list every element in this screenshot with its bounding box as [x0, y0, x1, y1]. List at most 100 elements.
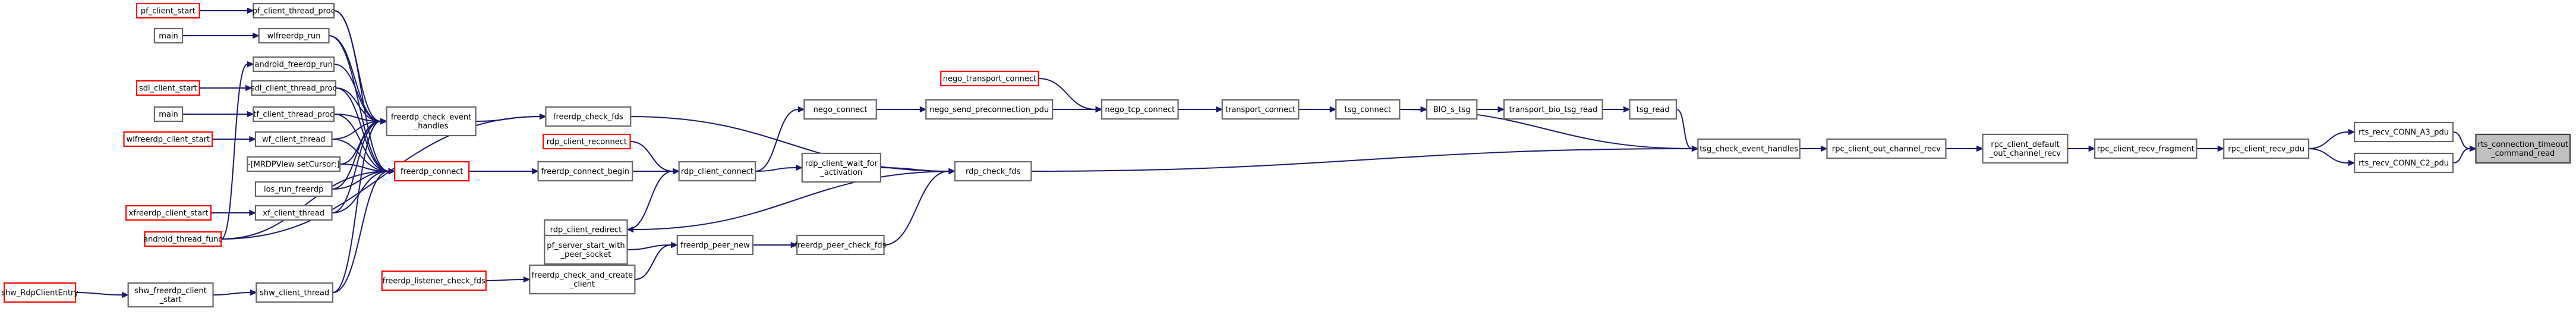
edge-line — [2309, 131, 2349, 149]
node-tsg-connect[interactable]: tsg_connect — [1335, 99, 1401, 120]
node-box — [2094, 138, 2197, 159]
edge-arrowhead — [1216, 106, 1224, 113]
node-box — [258, 27, 330, 44]
node-android-thread-func[interactable]: android_thread_func — [143, 231, 222, 247]
node-tsg-check-event-handles[interactable]: tsg_check_event_handles — [1697, 138, 1801, 159]
node-freerdp-peer-new[interactable]: freerdp_peer_new — [676, 234, 754, 256]
edge-arrowhead — [1497, 106, 1505, 113]
call-edge — [755, 106, 805, 172]
node-rdp-client-connect[interactable]: rdp_client_connect — [678, 161, 756, 182]
node-box — [1101, 99, 1179, 120]
node-box — [135, 80, 200, 96]
node-main2[interactable]: main — [153, 106, 184, 122]
edge-arrowhead — [797, 106, 805, 113]
call-edge — [182, 32, 260, 39]
node-box — [544, 234, 628, 265]
edge-arrowhead — [532, 168, 539, 175]
call-edge — [332, 168, 396, 213]
edge-arrowhead — [250, 289, 257, 296]
node-wlfreerdp-client-start[interactable]: wlfreerdp_client_start — [123, 131, 213, 147]
node-box — [251, 80, 337, 96]
edge-arrowhead — [2348, 159, 2356, 166]
node-label: _out_channel_recv — [1989, 149, 2061, 158]
node-box — [1982, 133, 2069, 164]
node-shw-client-thread[interactable]: shw_client_thread — [256, 282, 334, 303]
node-box — [247, 156, 341, 172]
node-sdl-client-start[interactable]: sdl_client_start — [135, 80, 200, 96]
node-rpc-client-default-out-channel-recv[interactable]: rpc_client_default_out_channel_recv — [1982, 133, 2069, 164]
node-nego-connect[interactable]: nego_connect — [803, 99, 877, 120]
edge-arrowhead — [2217, 145, 2225, 152]
node-sdl-client-thread-proc[interactable]: sdl_client_thread_proc — [251, 80, 337, 96]
node-freerdp-check-fds[interactable]: freerdp_check_fds — [545, 106, 632, 127]
node-android-freerdp-run[interactable]: android_freerdp_run — [253, 56, 335, 73]
edge-line — [332, 139, 389, 172]
node-box — [153, 27, 184, 44]
node-wlfreerdp-run[interactable]: wlfreerdp_run — [258, 27, 330, 44]
node-label: rdp_client_connect — [681, 168, 753, 177]
node-nego-tcp-connect[interactable]: nego_tcp_connect — [1101, 99, 1179, 120]
node-label: xf_client_thread — [263, 209, 324, 218]
edge-line — [2452, 131, 2470, 149]
node-label: tsg_read — [1637, 106, 1670, 115]
node-label: sdl_client_start — [139, 84, 197, 93]
edge-line — [1676, 109, 1692, 149]
node-rpc-client-recv-fragment[interactable]: rpc_client_recv_fragment — [2094, 138, 2197, 159]
node-pf-server-start-with-peer-socket[interactable]: pf_server_start_with_peer_socket — [544, 234, 628, 265]
node-rpc-client-out-channel-recv[interactable]: rpc_client_out_channel_recv — [1826, 138, 1947, 159]
node-rdp-client-wait-for-activation[interactable]: rdp_client_wait_for_activation — [801, 152, 881, 183]
node-label: tsg_check_event_handles — [1700, 145, 1798, 154]
edge-arrowhead — [247, 7, 254, 14]
function-nodes: pf_client_start pf_client_thread_procmain… — [1, 2, 2571, 308]
node-freerdp-check-event-handles[interactable]: freerdp_check_event_handles — [386, 106, 477, 137]
node-label: shw_client_thread — [260, 289, 329, 298]
call-edge — [221, 113, 547, 240]
node-box — [153, 106, 184, 122]
node-shw-freerdp-client-start[interactable]: shw_freerdp_client_start — [127, 282, 214, 308]
node-box — [1221, 99, 1300, 120]
node-rts-recv-conn-c2-pdu[interactable]: rts_recv_CONN_C2_pdu — [2354, 152, 2454, 174]
node-ios-run-freerdp[interactable]: ios_run_freerdp — [254, 181, 333, 197]
node-pf-client-thread-proc[interactable]: pf_client_thread_proc — [253, 2, 335, 19]
edge-line — [332, 121, 381, 293]
call-edge — [1052, 106, 1103, 113]
node-label: nego_send_preconnection_pdu — [929, 106, 1049, 115]
node-freerdp-connect-begin[interactable]: freerdp_connect_begin — [537, 161, 633, 182]
node-freerdp-check-and-create-client[interactable]: freerdp_check_and_create_client — [529, 264, 636, 295]
node-wf-client-thread[interactable]: wf_client_thread — [254, 131, 333, 147]
call-edges — [75, 7, 2477, 298]
node-transport-bio-tsg-read[interactable]: transport_bio_tsg_read — [1503, 99, 1603, 120]
node-box — [954, 161, 1032, 182]
node-box — [2354, 152, 2454, 174]
node-box — [1503, 99, 1603, 120]
node-freerdp-connect[interactable]: freerdp_connect — [394, 161, 470, 182]
node-rpc-client-recv-pdu[interactable]: rpc_client_recv_pdu — [2223, 138, 2310, 159]
node-transport-connect[interactable]: transport_connect — [1221, 99, 1300, 120]
node-main1[interactable]: main — [153, 27, 184, 44]
call-edge — [334, 114, 396, 175]
node-mrdpview[interactable]: -[MRDPView setCursor:] — [247, 156, 341, 172]
node-bio-s-tsg[interactable]: BIO_s_tsg — [1426, 99, 1478, 120]
node-nego-send-preconnection-pdu[interactable]: nego_send_preconnection_pdu — [925, 99, 1054, 120]
edge-arrowhead — [523, 276, 531, 283]
node-rdp-check-fds[interactable]: rdp_check_fds — [954, 161, 1032, 182]
node-tf-client-thread-proc[interactable]: tf_client_thread_proc — [253, 106, 335, 122]
node-xfreerdp-client-start[interactable]: xfreerdp_client_start — [125, 205, 212, 221]
node-nego-transport-connect[interactable]: nego_transport_connect — [940, 70, 1039, 87]
node-freerdp-peer-check-fds[interactable]: freerdp_peer_check_fds — [794, 234, 887, 256]
node-tsg-read[interactable]: tsg_read — [1629, 99, 1678, 120]
node-box — [1426, 99, 1478, 120]
node-rts-recv-conn-a3-pdu[interactable]: rts_recv_CONN_A3_pdu — [2354, 121, 2454, 143]
call-edge — [755, 164, 803, 172]
node-box — [4, 282, 77, 303]
node-xf-client-thread[interactable]: xf_client_thread — [254, 205, 333, 221]
node-box — [135, 2, 200, 19]
node-label: shw_freerdp_client — [134, 287, 207, 296]
call-edge — [485, 276, 531, 283]
node-freerdp-listener-check-fds[interactable]: freerdp_listener_check_fds — [381, 270, 487, 291]
node-shw-rdpcliententry[interactable]: shw_RdpClientEntry — [1, 282, 78, 303]
node-rdp-client-reconnect[interactable]: rdp_client_reconnect — [543, 133, 631, 150]
edge-line — [332, 121, 381, 213]
node-box — [254, 131, 333, 147]
node-pf-client-start[interactable]: pf_client_start — [135, 2, 200, 19]
